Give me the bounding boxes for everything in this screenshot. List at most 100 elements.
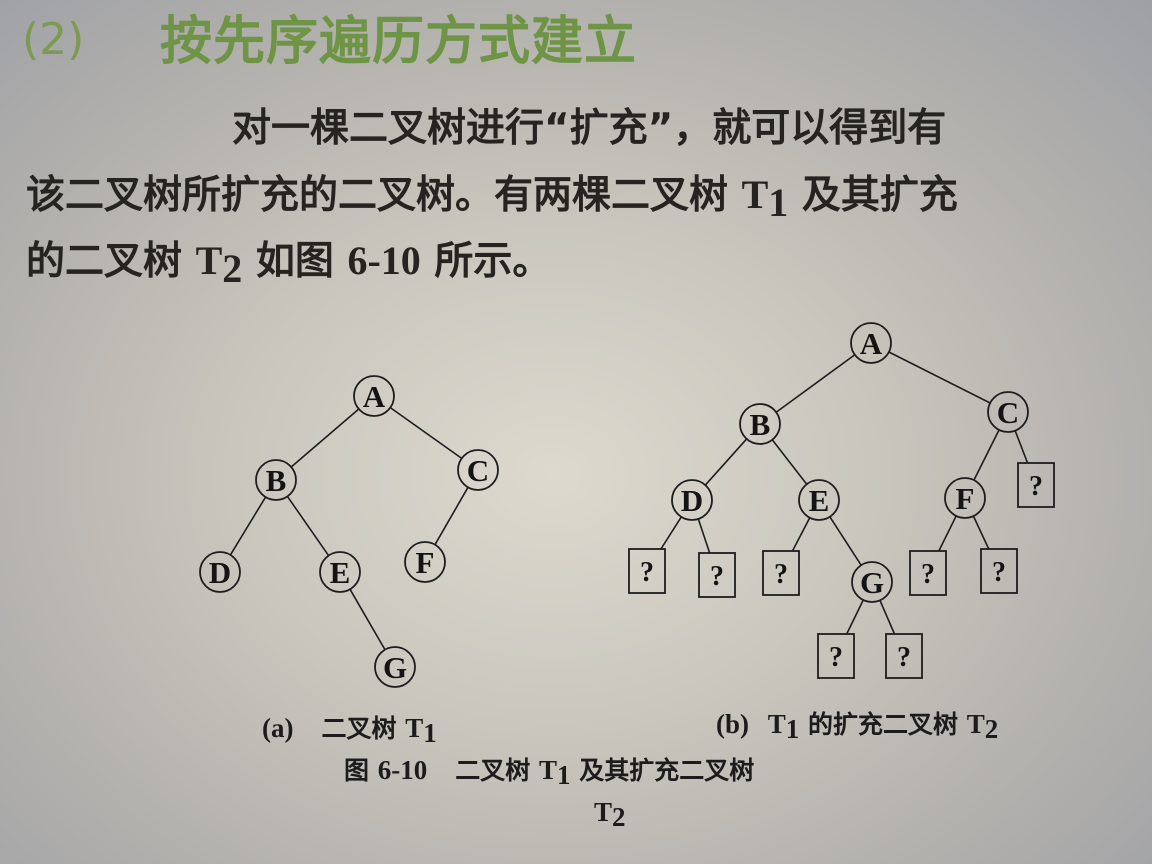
external-node-x-F1: ? (909, 550, 947, 596)
caption-b: (b) T1 的扩充二叉树 T2 (716, 709, 999, 744)
external-node-box (1017, 462, 1055, 508)
external-node-label: ? (829, 642, 843, 673)
tree-a-edges (229, 406, 469, 651)
tree-a-node-a-B: B (255, 459, 297, 501)
node-circle (319, 551, 361, 593)
tree-b-nodes: A B C D E F G???????? (628, 322, 1055, 679)
node-label: D (209, 555, 231, 590)
node-label: C (467, 453, 489, 488)
tree-b-edge-b-G-x-G2 (879, 600, 896, 635)
node-label: A (363, 379, 386, 414)
node-circle (353, 375, 395, 417)
tree-a-nodes: A B C D E F G (199, 375, 499, 688)
node-label: A (860, 326, 883, 361)
node-circle (851, 561, 893, 603)
tree-b-edge-b-E-b-G (829, 516, 862, 566)
figure-caption-continued: T2 (594, 797, 626, 832)
external-node-label: ? (774, 559, 788, 590)
tree-b-edge-b-A-b-B (775, 354, 856, 413)
tree-a-edge-a-B-a-D (229, 496, 267, 556)
external-node-box (980, 548, 1018, 594)
node-label: B (750, 407, 771, 442)
tree-a-edge-a-A-a-C (389, 406, 463, 460)
node-label: F (956, 481, 975, 516)
tree-b-edge-b-D-x-D1 (660, 516, 682, 550)
tree-b-edge-b-G-x-G1 (845, 599, 864, 635)
external-node-label: ? (992, 557, 1006, 588)
external-node-label: ? (897, 642, 911, 673)
tree-a-node-a-A: A (353, 375, 395, 417)
node-label: G (860, 565, 884, 600)
paragraph-line-2: 该二叉树所扩充的二叉树。有两棵二叉树 T1 及其扩充 (26, 172, 958, 225)
tree-a-node-a-G: G (374, 646, 416, 688)
external-node-box (628, 548, 666, 594)
tree-b-node-b-D: D (671, 479, 713, 521)
tree-b-node-b-A: A (850, 322, 892, 364)
external-node-x-D2: ? (698, 552, 736, 598)
tree-a-node-a-D: D (199, 551, 241, 593)
node-circle (739, 403, 781, 445)
tree-a-edge-a-C-a-F (434, 486, 469, 546)
external-node-box (762, 550, 800, 596)
external-node-x-F2: ? (980, 548, 1018, 594)
tree-a-node-a-C: C (457, 449, 499, 491)
node-label: E (809, 483, 830, 518)
node-circle (404, 541, 446, 583)
tree-b-edge-b-A-b-C (888, 351, 991, 404)
caption-a: (a)二叉树 T1 (262, 713, 437, 748)
node-circle (374, 646, 416, 688)
external-node-label: ? (710, 561, 724, 592)
external-node-x-C: ? (1017, 462, 1055, 508)
tree-b-node-b-B: B (739, 403, 781, 445)
tree-a-node-a-F: F (404, 541, 446, 583)
external-node-box (885, 633, 923, 679)
tree-a-edge-a-E-a-G (349, 588, 386, 651)
external-node-label: ? (1029, 471, 1043, 502)
external-node-box (817, 633, 855, 679)
slide-heading: 按先序遍历方式建立 (160, 12, 638, 72)
tree-b-edge-b-C-b-F (973, 429, 1000, 481)
tree-b-node-b-G: G (851, 561, 893, 603)
node-circle (850, 322, 892, 364)
external-node-label: ? (640, 557, 654, 588)
tree-b-edges (660, 351, 1029, 635)
heading-number: (2) (22, 14, 85, 65)
external-node-x-G1: ? (817, 633, 855, 679)
external-node-x-G2: ? (885, 633, 923, 679)
tree-b-edge-b-B-b-E (771, 439, 808, 485)
node-label: C (997, 395, 1019, 430)
tree-a-edge-a-A-a-B (290, 408, 360, 468)
external-node-box (909, 550, 947, 596)
tree-a-edge-a-B-a-E (286, 495, 330, 557)
external-node-x-E1: ? (762, 550, 800, 596)
external-node-label: ? (921, 559, 935, 590)
node-label: B (266, 463, 287, 498)
external-node-x-D1: ? (628, 548, 666, 594)
tree-b-edge-b-B-b-D (704, 438, 748, 486)
node-circle (798, 479, 840, 521)
tree-b-node-b-E: E (798, 479, 840, 521)
node-circle (671, 479, 713, 521)
paragraph-line-3: 的二叉树 T2 如图 6-10 所示。 (26, 238, 552, 291)
tree-b-edge-b-F-x-F1 (938, 515, 957, 552)
tree-a-node-a-E: E (319, 551, 361, 593)
node-label: D (681, 483, 703, 518)
node-label: F (416, 545, 435, 580)
tree-b-node-b-F: F (944, 477, 986, 519)
tree-b-edge-b-D-x-D2 (697, 518, 711, 554)
node-circle (457, 449, 499, 491)
node-label: G (383, 650, 407, 685)
tree-b-node-b-C: C (987, 391, 1029, 433)
paragraph-line-1: 对一棵二叉树进行“扩充”，就可以得到有 (232, 106, 947, 151)
tree-b-edge-b-C-x-C (1014, 430, 1029, 464)
node-circle (944, 477, 986, 519)
node-circle (199, 551, 241, 593)
tree-b-edge-b-F-x-F2 (972, 515, 990, 550)
tree-b-edge-b-E-x-E1 (791, 517, 811, 552)
node-circle (987, 391, 1029, 433)
node-label: E (330, 555, 351, 590)
external-node-box (698, 552, 736, 598)
